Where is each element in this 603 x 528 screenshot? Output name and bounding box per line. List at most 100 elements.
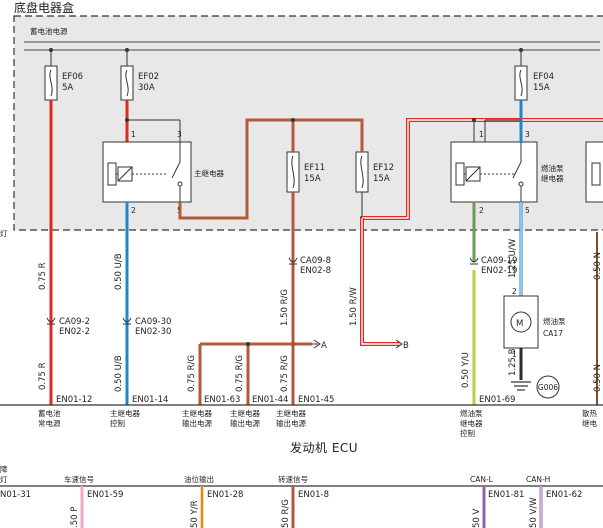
wire-label-13: 0.75 R/G	[280, 355, 290, 392]
arrow-a-label: A	[321, 341, 327, 351]
ecu-label-12a: 蓄电池	[38, 408, 61, 418]
wire-label-10: 0.50 U/B	[114, 355, 124, 392]
wire-label-1: 0.75 R	[38, 262, 48, 290]
ecu-pin-45: EN01-45	[298, 395, 334, 405]
connector-c4a: CA09-19	[481, 256, 517, 266]
fuse-ef11	[286, 151, 300, 193]
fuse-ef04-rating: 15A	[533, 83, 550, 93]
fuse-ef04	[514, 65, 528, 101]
bottom-pin-81: EN01-81	[488, 490, 524, 500]
bottom-pin-59: EN01-59	[87, 490, 123, 500]
ecu-label-63b: 输出电源	[182, 418, 212, 428]
ecu-label-14a: 主继电器	[110, 408, 140, 418]
bottom-wire-rg: 50 R/G	[281, 499, 291, 528]
main-relay-pin-3: 3	[177, 130, 182, 139]
can-l-label: CAN-L	[470, 475, 494, 484]
connector-c4b: EN02-19	[481, 266, 517, 276]
ground-point	[536, 375, 560, 399]
fuel-relay-label-2: 继电器	[541, 173, 564, 183]
ecu-pin-63: EN01-63	[204, 395, 240, 405]
ground-icon	[511, 381, 531, 391]
fuse-ef11-name: EF11	[304, 163, 325, 173]
wire-red-white-b	[360, 218, 400, 346]
pump-name: 燃油泵	[543, 316, 566, 326]
fuse-ef12-rating: 15A	[373, 174, 390, 184]
fuel-relay-pin-5: 5	[525, 206, 530, 215]
ecu-label-12b: 常电源	[38, 418, 61, 428]
bottom-lamp-b: 灯	[0, 474, 8, 484]
fuse-ef11-rating: 15A	[304, 174, 321, 184]
wire-label-6: 0.50 Y/U	[461, 352, 471, 388]
ecu-title: 发动机 ECU	[290, 440, 358, 455]
pump-code: CA17	[543, 329, 563, 338]
fuel-pump-relay	[450, 141, 538, 203]
ecu-label-44b: 输出电源	[230, 418, 260, 428]
fuse-ef02-name: EF02	[138, 72, 159, 82]
can-h-label: CAN-H	[526, 475, 550, 484]
fuse-ef12-name: EF12	[373, 163, 394, 173]
connector-c3a: CA09-8	[300, 256, 331, 266]
ecu-pin-12: EN01-12	[56, 395, 92, 405]
wire-label-3: 1.50 R/G	[280, 289, 290, 326]
bottom-wire-v: 50 V	[472, 508, 482, 528]
bottom-pin-8: EN01-8	[298, 490, 329, 500]
main-relay-pin-2: 2	[131, 206, 136, 215]
fuel-relay-label-1: 燃油泵	[541, 163, 564, 173]
main-relay	[102, 141, 192, 203]
wire-label-11: 0.75 R/G	[187, 355, 197, 392]
ground-code: G006	[538, 383, 558, 392]
fuel-relay-pin-3: 3	[525, 130, 530, 139]
wire-brown-relay-out	[178, 118, 364, 220]
fuel-relay-pin-2: 2	[479, 206, 484, 215]
ecu-pin-14: EN01-14	[132, 395, 168, 405]
pump-symbol: M	[516, 319, 523, 329]
fuse-ef02	[120, 65, 134, 101]
box-title: 底盘电器盒	[14, 0, 74, 15]
ecu-label-45a: 主继电器	[276, 408, 306, 418]
pump-pin-2: 2	[512, 287, 517, 296]
bottom-wire-yr: 50 Y/R	[190, 500, 200, 528]
wire-label-14: 0.50 N	[593, 364, 603, 392]
wire-label-7: 1.25 B	[508, 348, 518, 376]
bottom-lamp-a: 障	[0, 464, 8, 474]
ecu-label-14b: 控制	[110, 418, 125, 428]
wire-label-4: 1.50 R/W	[349, 287, 359, 326]
connector-c2a: CA09-30	[135, 317, 171, 327]
fuse-ef04-name: EF04	[533, 72, 554, 82]
lamp-label: 灯	[0, 228, 8, 238]
ecu-label-ra: 散热	[582, 408, 597, 418]
fuse-ef12	[355, 151, 369, 193]
ecu-label-63a: 主继电器	[182, 408, 212, 418]
rpm-signal-label: 转速信号	[278, 474, 308, 484]
ecu-label-69b: 继电器	[460, 418, 483, 428]
ecu-pin-44: EN01-44	[252, 395, 288, 405]
wire-label-9: 0.75 R	[38, 362, 48, 390]
fuel-output-label: 油位输出	[184, 474, 214, 484]
wire-label-2: 0.50 U/B	[114, 253, 124, 290]
bottom-wire-vw: 50 V/W	[529, 497, 539, 528]
fuse-ef06	[44, 65, 58, 101]
ecu-label-69a: 燃油泵	[460, 408, 483, 418]
ecu-label-45b: 输出电源	[276, 418, 306, 428]
wire-label-12: 0.75 R/G	[235, 355, 245, 392]
main-relay-label: 主继电器	[194, 168, 224, 178]
battery-power-label: 蓄电池电源	[30, 26, 68, 36]
fuse-ef06-name: EF06	[62, 72, 83, 82]
pump-pin-1: 1	[512, 350, 517, 359]
connector-marks	[46, 257, 479, 325]
bottom-pin-62: EN01-62	[546, 490, 582, 500]
connector-c1a: CA09-2	[59, 317, 90, 327]
main-relay-pin-1: 1	[131, 130, 136, 139]
ecu-label-69c: 控制	[460, 428, 475, 438]
connector-c2b: EN02-30	[135, 327, 171, 337]
arrow-b-label: B	[403, 341, 409, 351]
speed-signal-label: 车速信号	[64, 474, 94, 484]
ecu-label-rb: 继电	[582, 418, 597, 428]
fuse-ef02-rating: 30A	[138, 83, 155, 93]
bottom-pin-28: EN01-28	[207, 490, 243, 500]
bottom-pin-31: N01-31	[0, 490, 31, 500]
fuel-relay-pin-1: 1	[479, 130, 484, 139]
ecu-label-44a: 主继电器	[230, 408, 260, 418]
connector-c1b: EN02-2	[59, 327, 90, 337]
